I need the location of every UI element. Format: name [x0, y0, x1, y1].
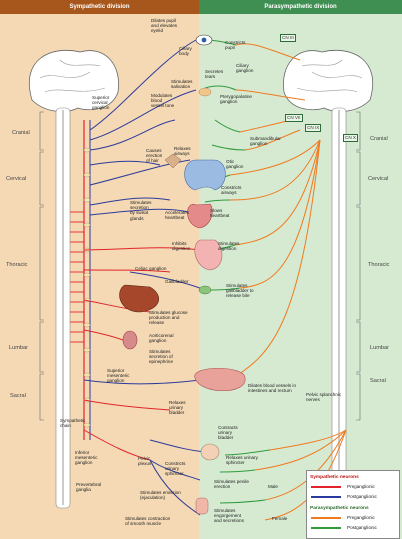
region-thoracic-right: Thoracic [368, 262, 390, 268]
label-penile-erection: Stimulates penile erection [214, 479, 249, 490]
label-glucose: Stimulates glucose production and releas… [149, 310, 188, 326]
label-submandibular: Submandibular ganglion [250, 136, 281, 147]
region-cranial-left: Cranial [12, 130, 30, 136]
label-relaxes-sphincter: Relaxes urinary sphincter [226, 455, 258, 466]
label-male: Male [268, 484, 278, 489]
organs [119, 34, 246, 515]
legend: Sympathetic neurons Preganglionic Postga… [306, 470, 400, 539]
label-slows-heartbeat: Slows heartbeat [210, 208, 230, 219]
label-pelvic-splanchnic: Pelvic splanchnic nerves [306, 392, 342, 403]
label-inferior-mesenteric: Inferior mesenteric ganglion [75, 450, 98, 466]
label-sympathetic-chain: Sympathetic chain [60, 418, 86, 429]
label-pterygopalatine: Pterygopalatine ganglion [220, 94, 252, 105]
label-gallbladder: Gallbladder [165, 279, 189, 284]
legend-para-pre-swatch [311, 517, 341, 519]
legend-sym-post: Postganglionic [347, 494, 377, 499]
right-spine [331, 107, 347, 509]
region-brackets-right [356, 111, 361, 421]
label-gallbladder-bile: Stimulates gallbladder to release bile [226, 283, 254, 299]
legend-para-post: Postganglionic [347, 525, 377, 530]
label-celiac-ganglion: Celiac ganglion [135, 266, 167, 271]
label-dilates-vessels: Dilates blood vessels in intestines and … [248, 383, 297, 394]
legend-sym-post-swatch [311, 496, 341, 498]
label-relaxes-airways: Relaxes airways [174, 146, 191, 157]
label-female: Female [272, 516, 288, 521]
label-constricts-airways: Constricts airways [221, 185, 242, 196]
label-relaxes-bladder: Relaxes urinary bladder [169, 400, 186, 416]
legend-sym-pre-swatch [311, 486, 341, 488]
label-modulates-blood: Modulates blood vessel tone [151, 93, 175, 109]
region-lumbar-left: Lumbar [9, 345, 28, 351]
label-contracts-bladder: Contracts urinary bladder [218, 425, 238, 441]
label-stimulates-salivation: Stimulates salivation [171, 79, 193, 90]
left-spine [55, 107, 71, 509]
label-aorticorenal: Aorticorenal ganglion [149, 333, 174, 344]
region-cervical-left: Cervical [6, 176, 27, 182]
legend-sym-pre: Preganglionic [347, 484, 375, 489]
label-constricts-pupil: Constricts pupil [225, 40, 246, 51]
region-thoracic-left: Thoracic [6, 262, 28, 268]
label-dilates-pupil: Dilates pupil and elevates eyelid [151, 18, 178, 34]
label-superior-mesenteric: Superior mesenteric ganglion [107, 368, 130, 384]
region-sacral-left: Sacral [10, 393, 26, 399]
thoracic-rami [70, 211, 84, 343]
label-secretes-tears: Secretes tears [205, 69, 224, 80]
legend-para-title: Parasympathetic neurons [310, 506, 369, 511]
sympathetic-header: Sympathetic division [0, 0, 199, 14]
label-contraction: Stimulates contraction of smooth muscle [125, 516, 171, 527]
label-accelerates-heartbeat: Accelerates heartbeat [165, 210, 190, 221]
region-brackets-left [39, 111, 44, 421]
sympathetic-pathways [83, 39, 206, 516]
label-pelvic-plexus: Pelvic plexus [138, 456, 152, 467]
parasympathetic-header: Parasympathetic division [199, 0, 402, 14]
cn-iii: CN III [280, 34, 296, 42]
label-stimulates-sweat: Stimulates secretion by sweat glands [130, 200, 152, 221]
label-emission: Stimulates emission (ejaculation) [140, 490, 181, 501]
cn-x: CN X [343, 134, 358, 142]
right-brain [283, 49, 374, 112]
region-cranial-right: Cranial [370, 136, 388, 142]
label-causes-erection: Causes erection of hair [146, 148, 163, 164]
region-sacral-right: Sacral [370, 378, 386, 384]
label-epinephrine: Stimulates secretion of epinephrine [149, 349, 174, 365]
label-constricts-sphincter: Constricts urinary sphincter [165, 461, 186, 477]
legend-sympathetic-title: Sympathetic neurons [310, 475, 359, 480]
cn-ix: CN IX [305, 124, 322, 132]
label-otic: Otic ganglion [226, 159, 244, 170]
label-stimulates-digestion: Stimulates digestion [218, 241, 240, 252]
region-cervical-right: Cervical [368, 176, 389, 182]
label-prevertebral: Prevertebral ganglia [76, 482, 102, 493]
label-engorgement: Stimulates engorgement and secretions [214, 508, 244, 524]
legend-para-pre: Preganglionic [347, 515, 375, 520]
cn-vii: CN VII [285, 114, 303, 122]
label-inhibits-digestion: Inhibits digestion [172, 241, 191, 252]
sympathetic-chain [83, 120, 91, 440]
legend-para-post-swatch [311, 527, 341, 529]
label-superior-cervical: Superior cervical ganglion [92, 95, 110, 111]
parasympathetic-pathways [204, 39, 347, 521]
label-ciliary-ganglion: Ciliary ganglion [236, 63, 254, 74]
label-ciliary-body: Ciliary body [179, 46, 192, 57]
region-lumbar-right: Lumbar [370, 345, 389, 351]
